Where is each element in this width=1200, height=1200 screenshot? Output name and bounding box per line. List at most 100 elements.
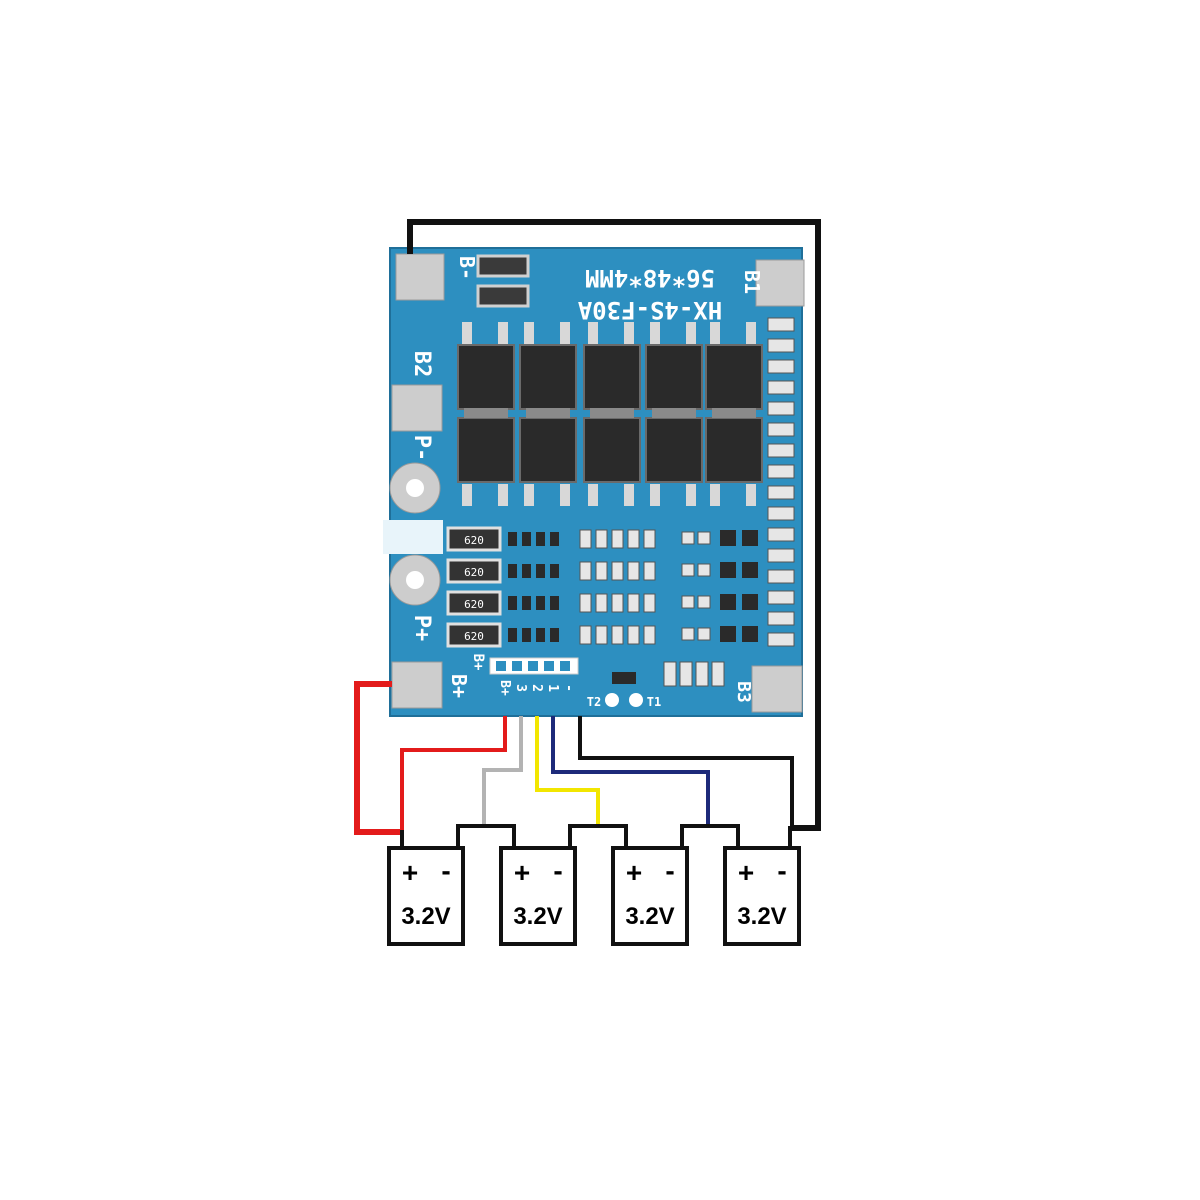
smd-part [550,596,559,610]
pad-b2 [391,384,443,432]
link-cell1-cell2 [456,824,516,848]
cell-4-voltage: 3.2V [737,903,786,930]
smd-resistor [767,338,795,353]
smd-part [508,628,517,642]
smd-part [681,531,695,545]
pad-b1 [755,259,805,307]
cell-4-minus: - [777,855,786,886]
smd-part [522,596,531,610]
cell-1-voltage: 3.2V [401,903,450,930]
wire-balance-red [400,716,507,832]
pad-b-minus [395,253,445,301]
smd-part [550,564,559,578]
mosfet-tab [652,408,696,418]
smd-resistor [767,485,795,500]
bms-board: 56*48*4MM HX-4S-F30A B- B1 B2 P- P+ B+ B… [383,247,805,717]
cell-3-plus: + [626,857,642,888]
cell-2-minus: - [553,855,562,886]
smd-part [536,532,545,546]
smd-part [627,529,640,549]
shunt-resistor [446,558,502,584]
battery-cell-3: + - 3.2V [611,846,689,946]
mosfet-lead [710,322,720,344]
smd-part [536,596,545,610]
smd-cap-top [476,254,530,278]
smd-part [579,593,592,613]
smd-resistor [767,317,795,332]
smd-ic [742,594,758,610]
smd-part [697,627,711,641]
wire-balance-blue [551,716,710,826]
thermistor-pad-t1 [629,693,643,707]
mosfet-lead [524,484,534,506]
smd-part [643,529,656,549]
label-b3: B3 [733,681,754,703]
cell-links [400,824,792,848]
shunt-resistor-code: 620 [464,598,484,611]
wiring [354,219,821,835]
smd-part [508,564,517,578]
smd-ic [720,626,736,642]
mosfet-lead [710,484,720,506]
smd-part [550,628,559,642]
wire-b-minus [407,219,821,831]
smd-resistor [767,527,795,542]
label-b-minus: B- [455,256,479,280]
smd-part [611,529,624,549]
cell-3-voltage: 3.2V [625,903,674,930]
smd-part [643,561,656,581]
smd-part [643,625,656,645]
smd-part [697,595,711,609]
mosfet-tab [590,408,634,418]
cell-3-minus: - [665,855,674,886]
mosfet-tab [712,408,756,418]
silk-model-name: HX-4S-F30A [577,296,722,324]
mosfet-lead [524,322,534,344]
cell-1-minus: - [441,855,450,886]
balance-pin-2: 2 [529,684,544,692]
shunt-resistor-code: 620 [464,566,484,579]
smd-resistor [767,401,795,416]
smd-part [681,563,695,577]
smd-part [611,561,624,581]
label-p-plus: P+ [409,615,434,642]
pad-b-plus [391,661,443,709]
smd-part [663,661,677,687]
mosfet-lead [498,322,508,344]
mosfet-3-2 [583,417,641,483]
mosfet-lead [462,484,472,506]
smd-resistor [767,548,795,563]
mosfet-5-1 [705,344,763,410]
mosfet-lead [650,484,660,506]
smd-part [612,672,636,684]
smd-part [522,532,531,546]
smd-resistor [767,359,795,374]
cell-2-plus: + [514,857,530,888]
mosfet-lead [588,484,598,506]
mosfet-lead [686,322,696,344]
smd-part [627,593,640,613]
mosfet-lead [686,484,696,506]
shunt-resistor [446,590,502,616]
smd-resistor [767,569,795,584]
mosfet-lead [746,322,756,344]
mosfet-2-1 [519,344,577,410]
mosfet-lead [650,322,660,344]
mosfet-1-1 [457,344,515,410]
smd-ic [742,562,758,578]
mosfet-array [457,322,763,506]
hole-p-minus [389,462,441,514]
smd-part [595,561,608,581]
balance-pin-minus: - [561,684,576,692]
shunt-resistor [446,526,502,552]
smd-part [508,596,517,610]
smd-part [536,628,545,642]
mosfet-lead [462,322,472,344]
smd-part [579,529,592,549]
smd-part [611,625,624,645]
mosfet-tab [526,408,570,418]
smd-part [627,625,640,645]
mosfet-lead [498,484,508,506]
mosfet-5-2 [705,417,763,483]
